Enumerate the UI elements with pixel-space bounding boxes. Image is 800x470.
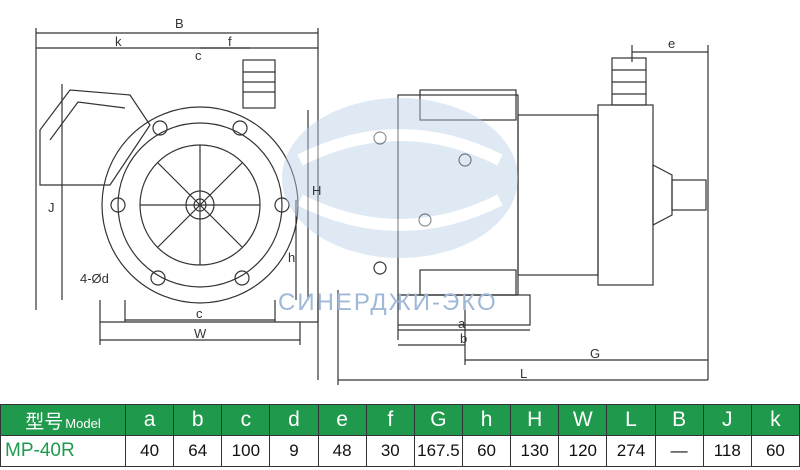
dim-label-f: f [228,34,232,49]
dim-label-H: H [312,183,321,198]
dim-label-b: b [460,331,467,346]
value-cell: 60 [461,435,512,467]
value-cell: 48 [317,435,367,467]
dim-label-B: B [175,16,184,31]
dim-label-J: J [48,200,55,215]
col-header: h [461,404,512,436]
dim-label-hole: 4-Ød [80,271,109,286]
dim-label-e: e [668,36,675,51]
dim-label-c-bottom: c [196,306,203,321]
value-cell: 60 [750,435,800,467]
table-row: MP-40R 40 64 100 9 48 30 167.5 60 130 12… [0,435,800,467]
dim-label-h: h [288,250,295,265]
dim-label-k: k [115,34,122,49]
value-cell: 167.5 [413,435,463,467]
col-header: B [654,404,704,436]
col-header: J [702,404,752,436]
col-header: f [365,404,415,436]
dim-label-L: L [520,366,527,381]
col-header: W [558,404,608,436]
value-cell: 120 [558,435,608,467]
col-header: e [317,404,367,436]
model-cell: MP-40R [0,435,126,467]
dim-label-W: W [194,326,207,341]
dim-label-c-top: c [195,48,202,63]
value-cell: 118 [702,435,752,467]
value-cell: 40 [124,435,175,467]
pump-drawing: СИНЕРДЖИ-ЭКО B k f e c J H h 4-Ød c W a … [35,16,709,385]
col-header: H [510,404,560,436]
col-header: c [221,404,271,436]
value-cell: 274 [606,435,656,467]
watermark-text: СИНЕРДЖИ-ЭКО [278,289,498,316]
dim-label-G: G [590,346,600,361]
col-header: L [606,404,656,436]
col-header: d [269,404,319,436]
value-cell: 9 [269,435,319,467]
value-cell: 64 [173,435,223,467]
dim-label-a: a [458,316,466,331]
col-header: a [124,404,175,436]
col-header: G [413,404,463,436]
value-cell: 130 [510,435,560,467]
col-header: b [173,404,223,436]
col-header: k [750,404,800,436]
value-cell: 30 [365,435,415,467]
value-cell: — [654,435,704,467]
value-cell: 100 [221,435,271,467]
